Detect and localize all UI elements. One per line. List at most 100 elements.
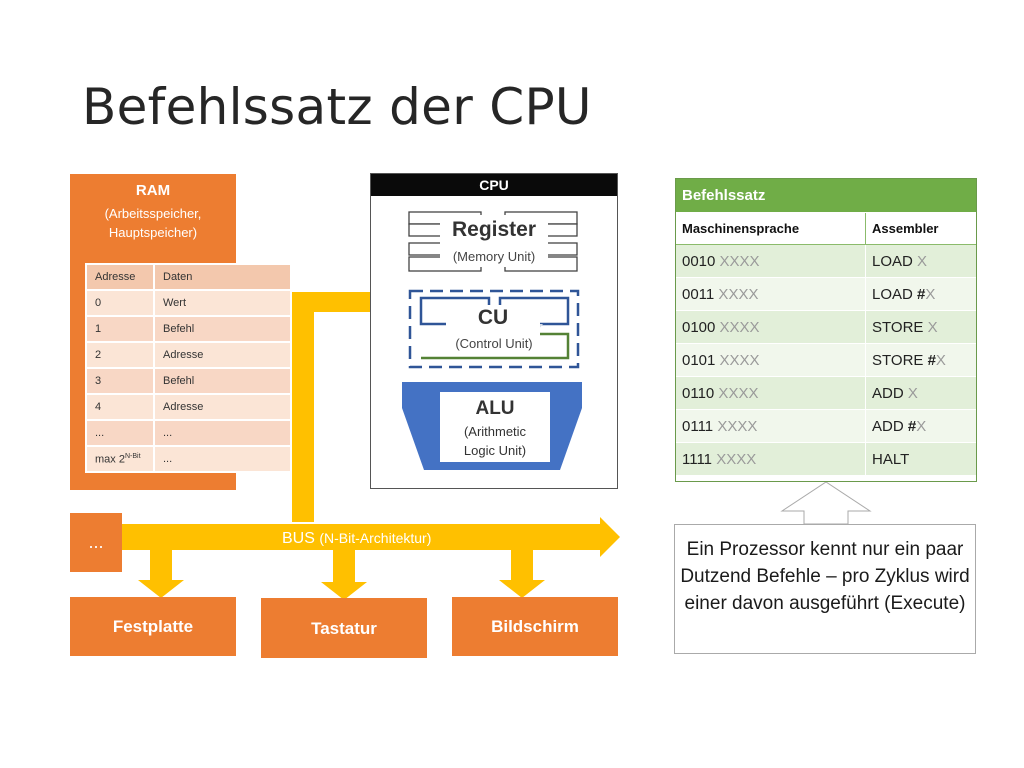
cu-dashed-frame bbox=[408, 289, 580, 369]
isa-immediate: # bbox=[903, 417, 917, 435]
table-row: 0100 XXXX STORE X bbox=[675, 310, 977, 344]
isa-header-row: Maschinensprache Assembler bbox=[675, 212, 977, 245]
isa-argument: X bbox=[916, 417, 927, 435]
ram-data: Adresse bbox=[153, 341, 292, 369]
isa-machine-code: 0101 XXXX bbox=[675, 343, 866, 377]
table-row: 0111 XXXX ADD #X bbox=[675, 409, 977, 443]
isa-opcode: 0111 bbox=[682, 417, 714, 435]
isa-mnemonic: STORE bbox=[872, 318, 924, 336]
isa-mnemonic: STORE bbox=[872, 351, 924, 369]
bus-label-main: BUS bbox=[282, 530, 315, 547]
more-devices-box: ... bbox=[70, 513, 122, 572]
ram-subtitle-line1: (Arbeitsspeicher, bbox=[104, 206, 202, 221]
table-row: 0011 XXXX LOAD #X bbox=[675, 277, 977, 311]
table-row: max 2N-Bit... bbox=[85, 445, 292, 473]
ram-max-base: max 2 bbox=[95, 453, 125, 466]
isa-machine-code: 0010 XXXX bbox=[675, 244, 866, 278]
callout-text: Ein Prozessor kennt nur ein paar Dutzend… bbox=[680, 539, 970, 614]
ram-subtitle-line2: Hauptspeicher) bbox=[108, 225, 198, 240]
ram-address-max: max 2N-Bit bbox=[85, 445, 155, 473]
isa-immediate: # bbox=[923, 351, 936, 369]
ram-address: 4 bbox=[85, 393, 155, 421]
ram-data: Wert bbox=[153, 289, 292, 317]
register-subtitle: (Memory Unit) bbox=[452, 249, 536, 264]
isa-argument: X bbox=[903, 384, 918, 402]
ram-data: ... bbox=[153, 445, 292, 473]
isa-machine-code: 0100 XXXX bbox=[675, 310, 866, 344]
bus-arrow bbox=[100, 517, 620, 557]
isa-operand: XXXX bbox=[713, 417, 758, 435]
ram-header-address: Adresse bbox=[85, 263, 155, 291]
isa-assembler: STORE #X bbox=[865, 343, 977, 377]
cu-label-bg bbox=[446, 305, 540, 353]
isa-opcode: 0010 bbox=[682, 252, 716, 270]
register-label-bg bbox=[440, 215, 548, 267]
cpu-title: CPU bbox=[371, 174, 617, 196]
isa-col-machine: Maschinensprache bbox=[675, 212, 866, 245]
alu-subtitle-line2: Logic Unit) bbox=[463, 443, 527, 458]
isa-machine-code: 0111 XXXX bbox=[675, 409, 866, 443]
isa-col-assembler: Assembler bbox=[865, 212, 977, 245]
isa-mnemonic: ADD bbox=[872, 417, 904, 435]
cu-title: CU bbox=[477, 306, 509, 329]
alu-title: ALU bbox=[475, 398, 515, 419]
arrow-to-bildschirm bbox=[499, 550, 545, 598]
tastatur-box: Tastatur bbox=[261, 598, 427, 658]
isa-machine-code: 0011 XXXX bbox=[675, 277, 866, 311]
isa-mnemonic: ADD bbox=[872, 384, 904, 402]
isa-opcode: 0110 bbox=[682, 384, 715, 402]
table-row: 0101 XXXX STORE #X bbox=[675, 343, 977, 377]
page-title: Befehlssatz der CPU bbox=[82, 78, 592, 136]
arrow-to-festplatte bbox=[138, 550, 184, 598]
ram-data: ... bbox=[153, 419, 292, 447]
isa-operand: XXXX bbox=[715, 351, 760, 369]
isa-opcode: 0100 bbox=[682, 318, 716, 336]
bildschirm-box: Bildschirm bbox=[452, 597, 618, 656]
ram-address: 3 bbox=[85, 367, 155, 395]
bus-label-detail: (N-Bit-Architektur) bbox=[319, 530, 432, 546]
isa-mnemonic: LOAD bbox=[872, 285, 913, 303]
table-row: ...... bbox=[85, 419, 292, 447]
isa-argument: X bbox=[935, 351, 946, 369]
isa-assembler: HALT bbox=[865, 442, 977, 476]
alu-subtitle-line1: (Arithmetic bbox=[463, 424, 527, 439]
callout-box bbox=[674, 524, 976, 654]
isa-opcode: 1111 bbox=[682, 450, 713, 468]
ram-address: 0 bbox=[85, 289, 155, 317]
ram-data: Befehl bbox=[153, 367, 292, 395]
instruction-set-table: Befehlssatz Maschinensprache Assembler 0… bbox=[675, 178, 977, 476]
arrow-to-tastatur bbox=[321, 550, 367, 600]
ram-address: ... bbox=[85, 419, 155, 447]
bus-vertical-link bbox=[292, 296, 314, 522]
festplatte-box: Festplatte bbox=[70, 597, 236, 656]
isa-operand: XXXX bbox=[715, 318, 760, 336]
bus-label: BUS (N-Bit-Architektur) bbox=[282, 530, 431, 548]
isa-assembler: LOAD #X bbox=[865, 277, 977, 311]
isa-argument: X bbox=[923, 318, 938, 336]
isa-immediate: # bbox=[912, 285, 926, 303]
isa-operand: XXXX bbox=[715, 252, 760, 270]
isa-operand: XXXX bbox=[714, 285, 759, 303]
table-row: 0110 XXXX ADD X bbox=[675, 376, 977, 410]
isa-mnemonic: HALT bbox=[872, 450, 910, 468]
ram-address: 1 bbox=[85, 315, 155, 343]
ram-header-data: Daten bbox=[153, 263, 292, 291]
ram-block: RAM (Arbeitsspeicher, Hauptspeicher) Adr… bbox=[70, 174, 292, 490]
callout-pointer bbox=[780, 481, 872, 525]
isa-opcode: 0011 bbox=[682, 285, 715, 303]
isa-argument: X bbox=[912, 252, 928, 270]
ram-data: Befehl bbox=[153, 315, 292, 343]
ram-subtitle: (Arbeitsspeicher, Hauptspeicher) bbox=[70, 204, 236, 242]
isa-machine-code: 0110 XXXX bbox=[675, 376, 866, 410]
isa-machine-code: 1111 XXXX bbox=[675, 442, 866, 476]
isa-assembler: LOAD X bbox=[865, 244, 977, 278]
ram-title: RAM bbox=[135, 182, 171, 199]
ram-address: 2 bbox=[85, 341, 155, 369]
alu-label-box bbox=[440, 392, 550, 462]
